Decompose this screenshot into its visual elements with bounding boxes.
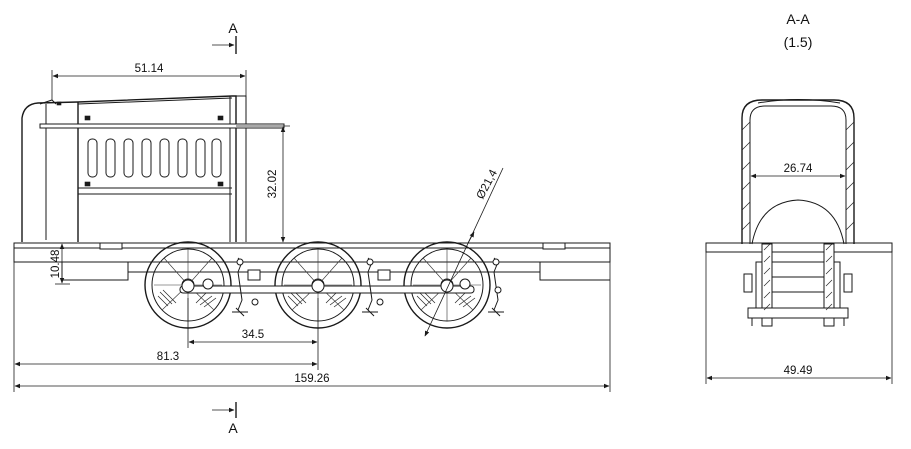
section-marker-top-label: A	[228, 20, 238, 36]
locomotive-cab	[21, 95, 285, 242]
dim-section-cab-width-label: 26.74	[784, 163, 813, 175]
dim-cab-height-label: 32.02	[267, 170, 279, 199]
spring-hangers	[232, 257, 504, 317]
dim-section-overall-width-label: 49.49	[784, 365, 813, 377]
frame	[13, 242, 611, 281]
dim-overall-length	[14, 262, 611, 392]
dim-buffer-height	[55, 242, 70, 285]
rivet	[56, 101, 62, 106]
dim-cab-length-label: 51.14	[135, 63, 164, 75]
dim-cab-height	[236, 125, 290, 244]
dim-wheel-diameter-label: Ø21,4	[475, 167, 501, 201]
section-running-gear	[743, 243, 853, 327]
side-elevation	[13, 36, 611, 418]
dim-buffer-height-label: 10.48	[50, 250, 62, 279]
dim-wheelbase	[187, 298, 319, 370]
rivet	[84, 181, 91, 187]
coupling-rod	[179, 278, 475, 294]
dim-wheelbase-label: 34.5	[242, 329, 264, 341]
section-marker-top	[212, 36, 237, 54]
section-frame	[705, 242, 893, 253]
section-view-scale: (1.5)	[784, 34, 813, 50]
dim-overall-length-label: 159.26	[294, 373, 329, 385]
dim-cab-length	[51, 70, 247, 100]
dim-axle-offset	[13, 262, 318, 392]
section-view-title: A-A	[786, 11, 810, 27]
dim-axle-offset-label: 81.3	[157, 351, 179, 363]
section-boiler	[751, 199, 845, 245]
rivet	[217, 115, 224, 121]
section-marker-bottom-label: A	[228, 420, 238, 436]
louvres	[87, 138, 222, 178]
rivet	[217, 181, 224, 187]
rivet	[84, 115, 91, 121]
section-marker-bottom	[212, 402, 237, 418]
dim-section-overall-width	[705, 252, 893, 384]
dim-wheel-diameter	[424, 167, 504, 337]
section-view	[705, 99, 893, 384]
